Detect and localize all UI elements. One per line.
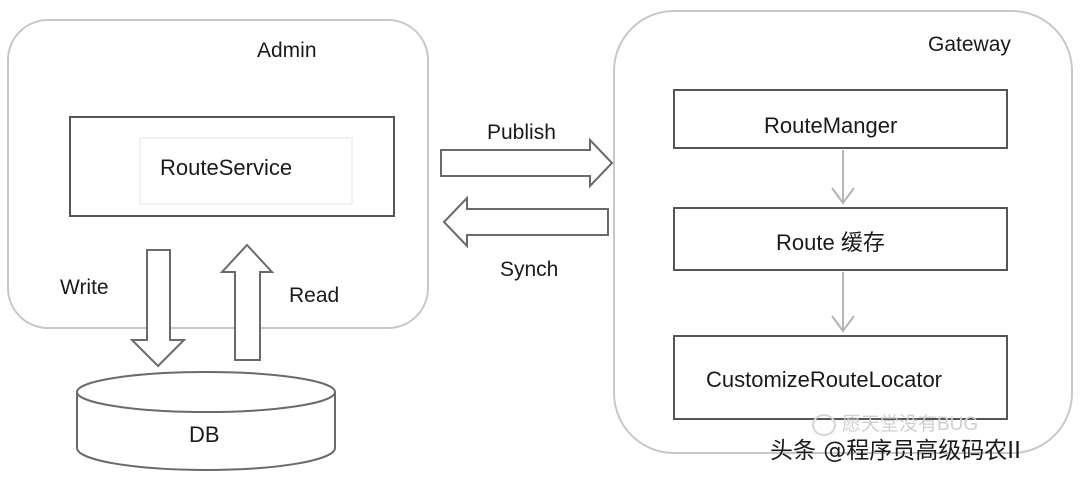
watermark: 愿天堂没有BUG [812, 414, 978, 436]
write-arrow [129, 249, 187, 368]
cache-to-locator-connector [831, 272, 855, 333]
admin-title: Admin [257, 39, 317, 62]
route-cache-box [673, 207, 1008, 271]
db-label: DB [189, 422, 220, 447]
publish-label: Publish [487, 121, 556, 144]
manager-to-cache-connector [831, 150, 855, 205]
publish-arrow [440, 137, 614, 189]
route-cache-label: Route 缓存 [776, 230, 885, 255]
synch-arrow [442, 195, 609, 249]
watermark-text: 愿天堂没有BUG [842, 414, 979, 436]
db-cylinder [76, 371, 336, 471]
read-label: Read [289, 284, 340, 307]
locator-label: CustomizeRouteLocator [706, 367, 943, 392]
gateway-title: Gateway [928, 33, 1011, 56]
write-label: Write [60, 276, 109, 299]
wechat-icon [812, 414, 836, 436]
synch-label: Synch [500, 258, 559, 281]
route-service-label-panel [139, 137, 353, 205]
route-manager-label: RouteManger [764, 113, 898, 138]
attribution: 头条 @程序员高级码农II [770, 438, 1021, 464]
locator-box [673, 335, 1008, 420]
route-manager-box [673, 89, 1008, 149]
route-service-label: RouteService [160, 155, 293, 180]
read-arrow [219, 243, 275, 361]
